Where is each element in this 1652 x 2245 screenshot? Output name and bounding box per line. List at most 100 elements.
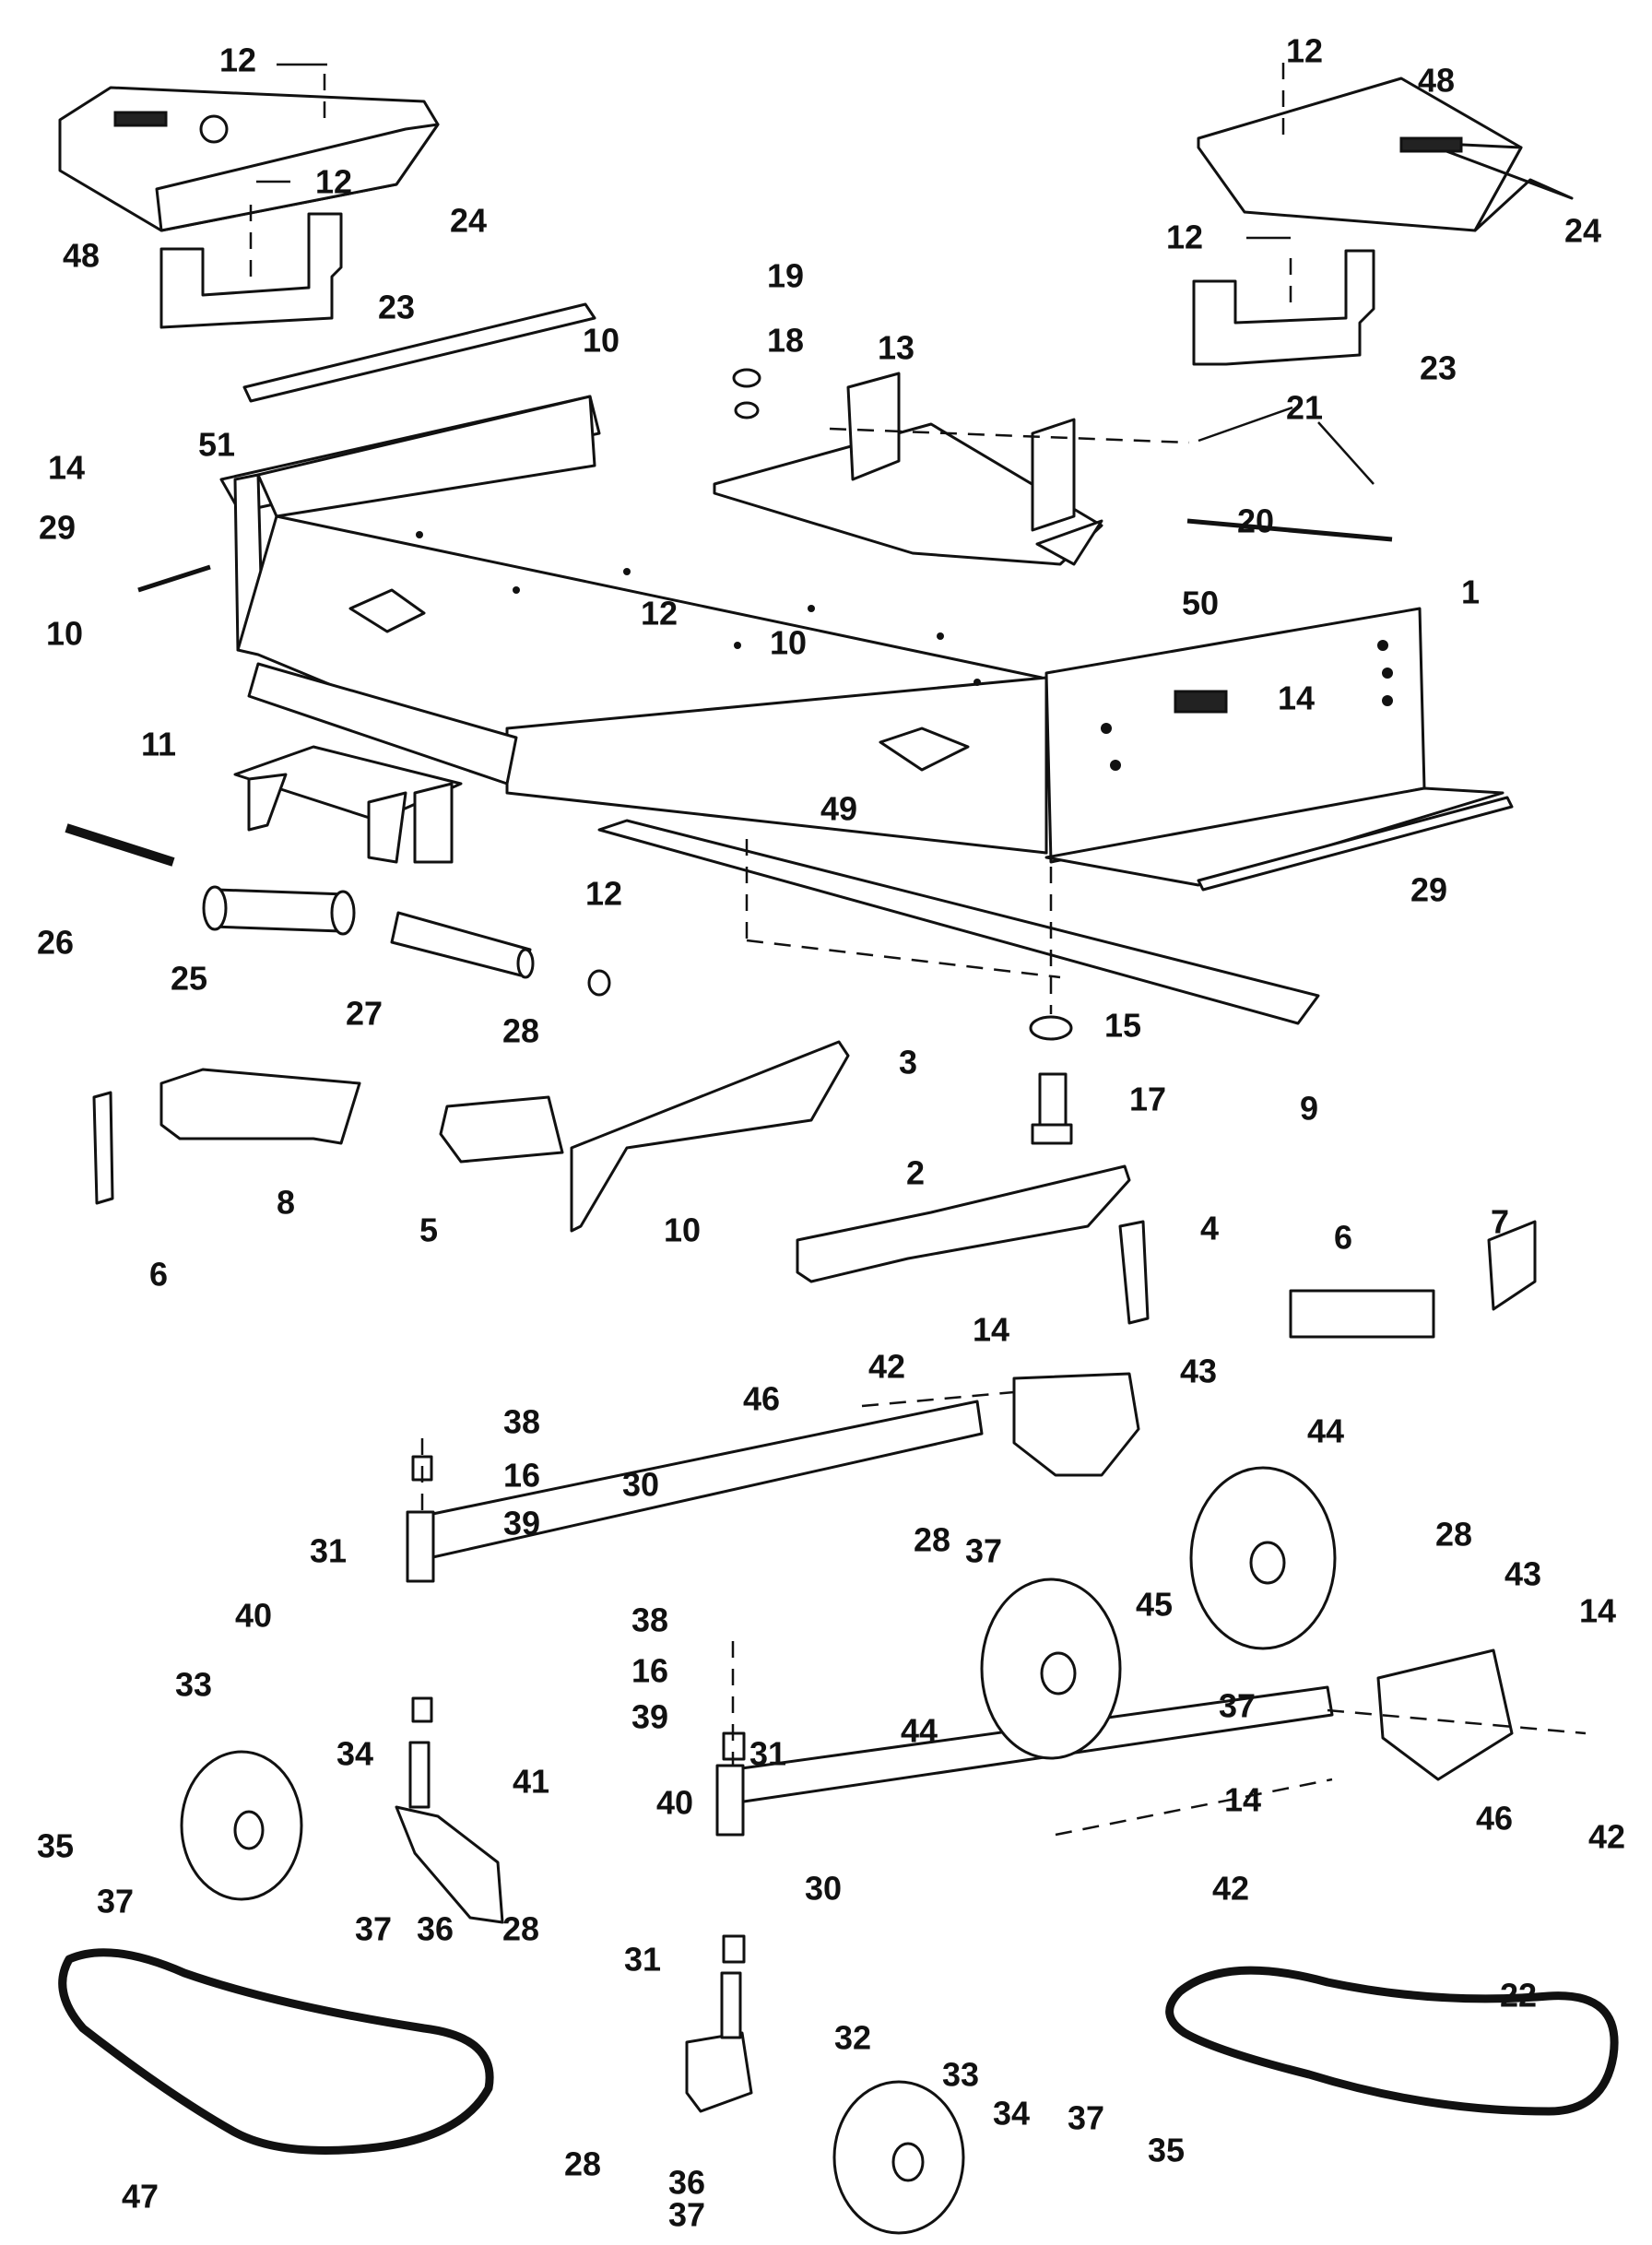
callout-28: 28 [502,1012,539,1050]
washer-15 [1029,1015,1073,1041]
belt-47 [58,1948,494,2155]
bracket-8 [159,1068,361,1145]
callout-14: 14 [1224,1781,1261,1819]
callout-11: 11 [141,726,176,763]
callout-14: 14 [973,1311,1009,1349]
bushing-31-d [722,1934,746,1964]
callout-43: 43 [1504,1555,1541,1593]
callout-12: 12 [585,875,622,913]
callout-36: 36 [668,2164,705,2202]
strip-51 [242,302,596,403]
callout-32: 32 [834,2019,871,2057]
callout-39: 39 [503,1505,540,1542]
block-5 [439,1095,564,1164]
callout-48: 48 [63,237,100,275]
callout-26: 26 [37,924,74,962]
deck-housing [219,395,1504,887]
bracket-11 [233,745,463,864]
tube-27 [390,911,535,979]
callout-28: 28 [502,1910,539,1948]
callout-14: 14 [1579,1592,1616,1630]
callout-1: 1 [1461,573,1480,611]
callout-29: 29 [1410,871,1447,909]
bracket-3 [570,1040,850,1233]
callout-31: 31 [749,1735,786,1773]
callout-29: 29 [39,509,76,547]
callout-33: 33 [175,1666,212,1704]
callout-10: 10 [664,1211,701,1249]
callout-23: 23 [1420,349,1457,387]
callout-42: 42 [1212,1870,1249,1908]
callout-37: 37 [1219,1687,1256,1725]
wheel-33-left [180,1750,303,1901]
callout-38: 38 [631,1601,668,1639]
callout-50: 50 [1182,585,1219,622]
callout-24: 24 [1564,212,1601,250]
callout-12: 12 [641,595,678,632]
shield-right [1197,63,1574,240]
callout-6: 6 [149,1256,168,1294]
plate-6-right [1289,1289,1435,1339]
callout-30: 30 [622,1466,659,1504]
callout-12: 12 [315,163,352,201]
callout-2: 2 [906,1154,925,1192]
callout-37: 37 [97,1883,134,1920]
shield-left [58,63,440,232]
plate-4 [1118,1220,1150,1325]
bracket-43-lower [1376,1648,1514,1781]
fork-32 [685,2031,753,2113]
callout-10: 10 [46,615,83,653]
callout-31: 31 [310,1532,347,1570]
belt-22 [1165,1966,1619,2116]
bracket-43-upper [1012,1372,1140,1477]
callout-15: 15 [1104,1007,1141,1045]
callout-46: 46 [1476,1800,1513,1837]
callout-12: 12 [219,41,256,79]
bracket-right [1192,249,1375,366]
callout-45: 45 [1136,1586,1173,1624]
callout-36: 36 [417,1910,454,1948]
callout-37: 37 [355,1910,392,1948]
callout-25: 25 [171,960,207,998]
nut-28-top [587,969,611,997]
callout-42: 42 [868,1348,905,1386]
callout-40: 40 [235,1597,272,1635]
strip-9 [597,819,1320,1025]
callout-48: 48 [1418,62,1455,100]
callout-24: 24 [450,202,487,240]
callout-31: 31 [624,1941,661,1979]
fork-41 [395,1805,504,1924]
callout-8: 8 [277,1184,295,1222]
callout-6: 6 [1334,1219,1352,1257]
wheel-44-lower [980,1577,1122,1760]
callout-13: 13 [878,329,914,367]
bolt-26 [65,823,175,867]
callout-4: 4 [1200,1210,1219,1247]
plate-6-left [92,1091,114,1205]
wheel-33-bottom [832,2080,965,2235]
callout-18: 18 [767,322,804,360]
roller-25 [202,885,356,936]
plate-7 [1487,1220,1537,1311]
callout-9: 9 [1300,1090,1318,1128]
callout-19: 19 [767,257,804,295]
callout-35: 35 [1148,2132,1185,2169]
callout-16: 16 [503,1457,540,1495]
callout-49: 49 [820,790,857,828]
callout-16: 16 [631,1652,668,1690]
callout-34: 34 [336,1735,373,1773]
bracket-2 [796,1164,1131,1283]
callout-21: 21 [1286,389,1323,427]
spindle-32 [720,1971,742,2039]
callout-40: 40 [656,1784,693,1822]
callout-3: 3 [899,1044,917,1081]
callout-22: 22 [1500,1977,1537,2015]
rod-29-right [1197,796,1514,892]
callout-14: 14 [1278,679,1315,717]
callout-5: 5 [419,1211,438,1249]
callout-51: 51 [198,426,235,464]
callout-38: 38 [503,1403,540,1441]
callout-12: 12 [1166,219,1203,256]
